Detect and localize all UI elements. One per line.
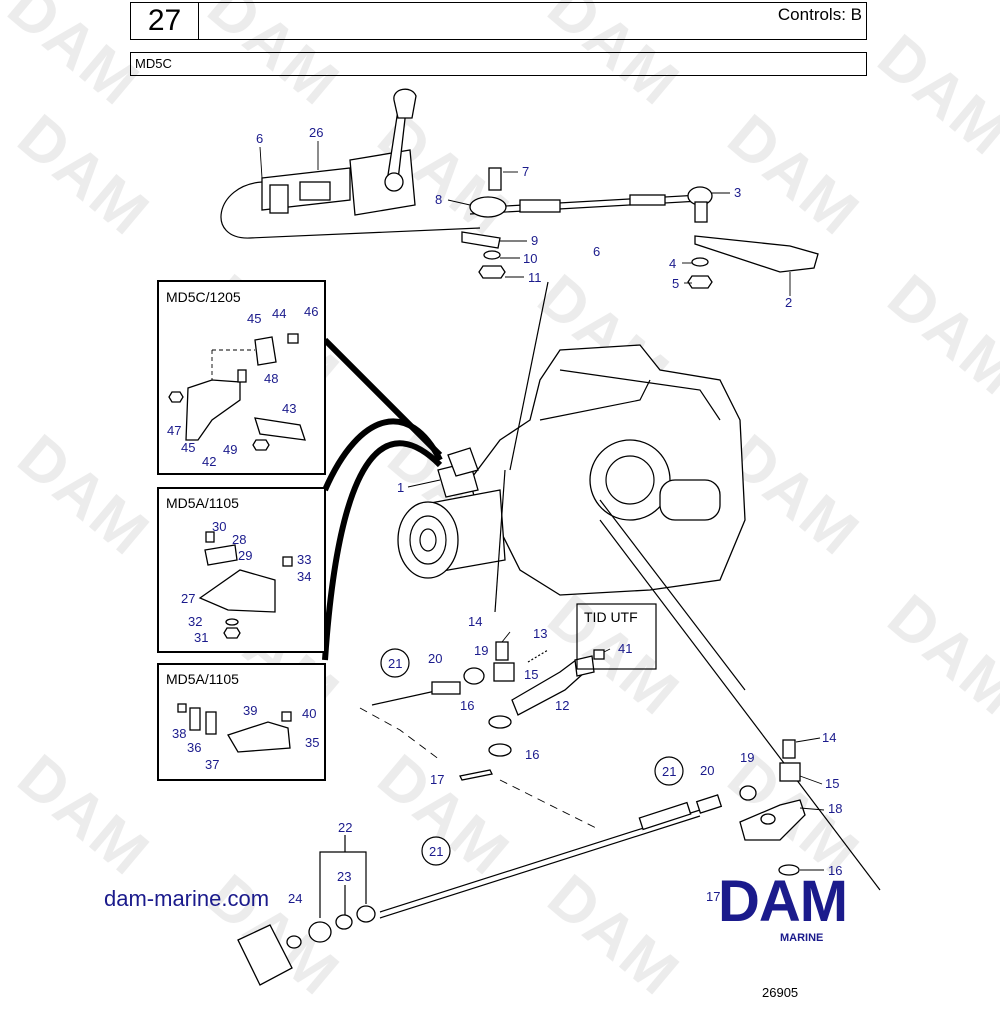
part-label: 32 — [188, 614, 202, 629]
part-label: 15 — [825, 776, 839, 791]
part-label: 21 — [388, 656, 402, 671]
part-label: 17 — [706, 889, 720, 904]
part-label: 48 — [264, 371, 278, 386]
part-label: 10 — [523, 251, 537, 266]
clevis-left — [461, 167, 507, 279]
part-label: 5 — [672, 276, 679, 291]
part-label: 6 — [593, 244, 600, 259]
engine-illustration — [397, 344, 746, 596]
part-label: 42 — [202, 454, 216, 469]
part-label: 28 — [232, 532, 246, 547]
part-label: 21 — [662, 764, 676, 779]
part-label: 30 — [212, 519, 226, 534]
part-label: 17 — [430, 772, 444, 787]
page-title: Controls: B — [777, 5, 862, 24]
part-label: 6 — [256, 131, 263, 146]
part-label: 9 — [531, 233, 538, 248]
control-lever-assembly — [220, 88, 481, 239]
part-label: 35 — [305, 735, 319, 750]
part-label: 37 — [205, 757, 219, 772]
inset-title: MD5A/1105 — [166, 671, 239, 687]
part-label: 19 — [474, 643, 488, 658]
part-label: 41 — [618, 641, 632, 656]
drawing-number: 26905 — [762, 985, 799, 1000]
inset-1-parts — [168, 333, 306, 451]
part-label: 23 — [337, 869, 351, 884]
dam-logo: DAM — [718, 869, 848, 934]
part-label: 16 — [828, 863, 842, 878]
part-label: 4 — [669, 256, 676, 271]
website-link[interactable]: dam-marine.com — [104, 886, 270, 911]
part-label: 43 — [282, 401, 296, 416]
part-label: 16 — [460, 698, 474, 713]
page-header: 27 Controls: B — [130, 2, 867, 40]
inset-box-md5a-1105-b — [157, 663, 326, 781]
dam-logo-subtitle: MARINE — [780, 932, 824, 944]
part-label: 47 — [167, 423, 181, 438]
inset-3-parts — [177, 703, 292, 753]
part-label: 18 — [828, 801, 842, 816]
lower-cable-21 — [379, 739, 806, 919]
handle-assembly — [237, 835, 376, 986]
part-label: 46 — [304, 304, 318, 319]
inset-title: MD5C/1205 — [166, 289, 241, 305]
part-label: 45 — [247, 311, 261, 326]
inset-title: MD5A/1105 — [166, 495, 239, 511]
part-label: 33 — [297, 552, 311, 567]
part-label: 19 — [740, 750, 754, 765]
part-label: 20 — [428, 651, 442, 666]
part-label: 49 — [223, 442, 237, 457]
part-label: 1 — [397, 480, 404, 495]
part-label: 14 — [822, 730, 836, 745]
part-label: 15 — [524, 667, 538, 682]
leader-lines — [259, 141, 825, 871]
part-label: 29 — [238, 548, 252, 563]
part-label: 31 — [194, 630, 208, 645]
tid-utf-box — [576, 603, 657, 670]
model-label: MD5C — [130, 52, 867, 76]
lever-arm-2 — [687, 186, 819, 289]
callout-circle — [421, 836, 451, 866]
part-label: 26 — [309, 125, 323, 140]
callout-circle — [654, 756, 684, 786]
part-label: 22 — [338, 820, 352, 835]
part-label: 27 — [181, 591, 195, 606]
part-label: 24 — [288, 891, 302, 906]
part-label: 16 — [525, 747, 539, 762]
cable-assembly-6 — [469, 194, 701, 215]
part-label: 12 — [555, 698, 569, 713]
part-label: 2 — [785, 295, 792, 310]
part-label: 14 — [468, 614, 482, 629]
part-label: 39 — [243, 703, 257, 718]
callout-circle — [380, 648, 410, 678]
part-label: 45 — [181, 440, 195, 455]
part-label: 3 — [734, 185, 741, 200]
part-label: 7 — [522, 164, 529, 179]
part-label: 8 — [435, 192, 442, 207]
part-label: 38 — [172, 726, 186, 741]
part-label: 36 — [187, 740, 201, 755]
part-labels: 6 26 7 8 3 9 6 10 11 4 5 2 1 45 44 46 48… — [167, 125, 842, 906]
part-label: 34 — [297, 569, 311, 584]
part-label: 11 — [528, 270, 542, 285]
inset-2-parts — [198, 531, 293, 639]
part-label: 13 — [533, 626, 547, 641]
upper-cable-21 — [371, 641, 605, 781]
page-number: 27 — [131, 3, 199, 39]
part-label: 21 — [429, 844, 443, 859]
tid-utf-label: TID UTF — [584, 609, 638, 625]
part-label: 40 — [302, 706, 316, 721]
part-label: 44 — [272, 306, 286, 321]
part-label: 20 — [700, 763, 714, 778]
